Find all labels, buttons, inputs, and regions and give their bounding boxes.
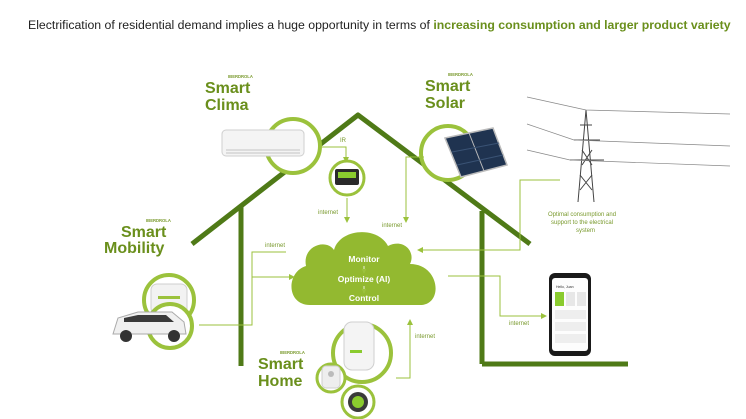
headline-prefix: Electrification of residential demand im… bbox=[28, 18, 434, 32]
brand-logo-text: IBERDROLA bbox=[146, 218, 171, 223]
internet-label-mobility: internet bbox=[265, 243, 285, 249]
brand-logo-text: IBERDROLA bbox=[280, 350, 305, 355]
grid-note-line-3: system bbox=[576, 228, 595, 234]
product-word-2: Home bbox=[258, 373, 303, 390]
product-word-2: Solar bbox=[425, 95, 465, 112]
internet-label-hub: internet bbox=[318, 210, 338, 216]
grid-note-line-2: support to the electrical bbox=[551, 220, 613, 226]
internet-label-home: internet bbox=[415, 334, 435, 340]
smart-mobility-label: IBERDROLA Smart Mobility bbox=[104, 218, 171, 257]
product-word-1: Smart bbox=[258, 356, 304, 373]
cloud-platform: Monitor Optimize (AI) Control bbox=[291, 232, 436, 305]
brand-logo-text: IBERDROLA bbox=[448, 72, 473, 77]
thermostat-hub-icon bbox=[328, 159, 366, 197]
electric-car-icon bbox=[112, 302, 194, 350]
cloud-control-text: Control bbox=[349, 293, 379, 303]
internet-label-phone: internet bbox=[509, 321, 529, 327]
smart-solar-label: IBERDROLA Smart Solar bbox=[425, 72, 473, 112]
room-thermostat-icon bbox=[340, 384, 376, 419]
product-word-1: Smart bbox=[121, 224, 167, 241]
product-word-1: Smart bbox=[425, 78, 471, 95]
phone-greeting: Hello, Juan bbox=[556, 285, 574, 289]
product-word-2: Clima bbox=[205, 97, 249, 114]
brand-logo-text: IBERDROLA bbox=[228, 74, 253, 79]
house-outline bbox=[190, 112, 628, 367]
headline: Electrification of residential demand im… bbox=[28, 18, 731, 32]
internet-label-solar: internet bbox=[382, 223, 402, 229]
air-conditioner-icon bbox=[221, 117, 322, 175]
smart-clima-label: IBERDROLA Smart Clima bbox=[205, 74, 253, 114]
ir-label: IR bbox=[340, 138, 347, 144]
smartphone-app-icon: Hello, Juan bbox=[549, 273, 591, 356]
product-word-1: Smart bbox=[205, 80, 251, 97]
smart-home-label: IBERDROLA Smart Home bbox=[258, 350, 305, 390]
cloud-monitor-text: Monitor bbox=[348, 254, 380, 264]
headline-highlight: increasing consumption and larger produc… bbox=[433, 18, 731, 32]
product-word-2: Mobility bbox=[104, 240, 165, 257]
cloud-optimize-text: Optimize (AI) bbox=[338, 274, 391, 284]
water-heater-icon bbox=[331, 321, 393, 384]
power-pylon-icon bbox=[526, 96, 731, 203]
smart-plug-icon bbox=[315, 362, 347, 394]
solar-panel-icon bbox=[419, 124, 508, 182]
grid-note-line-1: Optimal consumption and bbox=[548, 212, 616, 218]
